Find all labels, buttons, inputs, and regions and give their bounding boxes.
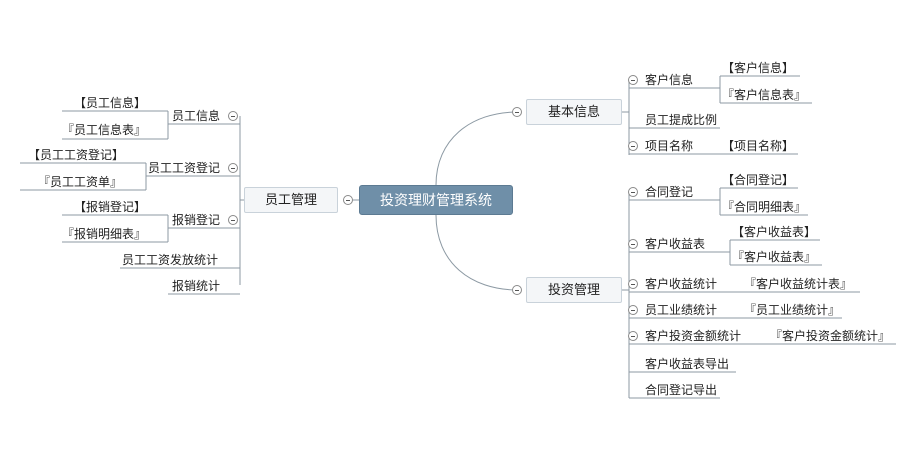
collapse-reimburse-register-icon[interactable]	[228, 215, 238, 225]
node-reimburse-register-child-2[interactable]: 『报销明细表』	[62, 227, 147, 241]
node-invest-mgmt[interactable]: 投资管理	[526, 277, 622, 303]
node-employee-info[interactable]: 员工信息	[172, 109, 221, 123]
node-perf-stats-child-1[interactable]: 『员工业绩统计』	[744, 303, 841, 317]
node-salary-register[interactable]: 员工工资登记	[148, 161, 221, 175]
connector-root-basic-info	[435, 111, 519, 186]
collapse-income-stats-icon[interactable]	[628, 279, 638, 289]
collapse-project-name-icon[interactable]	[628, 141, 638, 151]
node-customer-income[interactable]: 客户收益表	[645, 237, 706, 251]
collapse-invest-amount-stats-icon[interactable]	[628, 331, 638, 341]
node-contract-export[interactable]: 合同登记导出	[645, 383, 718, 397]
node-salary-stats[interactable]: 员工工资发放统计	[122, 253, 219, 267]
node-contract-register-child-2[interactable]: 『合同明细表』	[722, 200, 807, 214]
node-project-name-child-1[interactable]: 【项目名称】	[722, 139, 795, 153]
collapse-perf-stats-icon[interactable]	[628, 305, 638, 315]
node-perf-stats[interactable]: 员工业绩统计	[645, 303, 718, 317]
node-customer-info-child-2[interactable]: 『客户信息表』	[722, 88, 807, 102]
node-customer-income-child-1[interactable]: 【客户收益表】	[732, 225, 817, 239]
collapse-employee-mgmt-icon[interactable]	[343, 195, 353, 205]
node-reimburse-stats[interactable]: 报销统计	[172, 279, 221, 293]
node-employee-info-child-1[interactable]: 【员工信息】	[74, 96, 147, 110]
node-salary-register-child-2[interactable]: 『员工工资单』	[38, 175, 123, 189]
collapse-customer-info-icon[interactable]	[628, 75, 638, 85]
node-reimburse-register[interactable]: 报销登记	[172, 213, 221, 227]
node-income-stats[interactable]: 客户收益统计	[645, 277, 718, 291]
node-invest-amount-stats-child-1[interactable]: 『客户投资金额统计』	[770, 329, 891, 343]
node-employee-mgmt[interactable]: 员工管理	[244, 187, 338, 213]
node-customer-info-child-1[interactable]: 【客户信息】	[722, 61, 795, 75]
node-reimburse-register-child-1[interactable]: 【报销登记】	[74, 200, 147, 214]
node-project-name[interactable]: 项目名称	[645, 139, 694, 153]
node-income-export[interactable]: 客户收益表导出	[645, 357, 730, 371]
node-commission[interactable]: 员工提成比例	[645, 113, 718, 127]
node-basic-info[interactable]: 基本信息	[526, 99, 622, 125]
collapse-salary-register-icon[interactable]	[228, 163, 238, 173]
collapse-customer-income-icon[interactable]	[628, 239, 638, 249]
node-customer-income-child-2[interactable]: 『客户收益表』	[732, 250, 817, 264]
collapse-basic-info-icon[interactable]	[512, 107, 522, 117]
node-customer-info[interactable]: 客户信息	[645, 73, 694, 87]
node-contract-register-child-1[interactable]: 【合同登记】	[722, 173, 795, 187]
collapse-contract-register-icon[interactable]	[628, 187, 638, 197]
root-node[interactable]: 投资理财管理系统	[359, 185, 513, 215]
node-contract-register[interactable]: 合同登记	[645, 185, 694, 199]
node-income-stats-child-1[interactable]: 『客户收益统计表』	[744, 277, 853, 291]
connector-root-invest-mgmt	[435, 214, 519, 291]
node-invest-amount-stats[interactable]: 客户投资金额统计	[645, 329, 742, 343]
node-salary-register-child-1[interactable]: 【员工工资登记】	[28, 148, 125, 162]
node-employee-info-child-2[interactable]: 『员工信息表』	[62, 123, 147, 137]
collapse-employee-info-icon[interactable]	[228, 111, 238, 121]
collapse-invest-mgmt-icon[interactable]	[512, 285, 522, 295]
